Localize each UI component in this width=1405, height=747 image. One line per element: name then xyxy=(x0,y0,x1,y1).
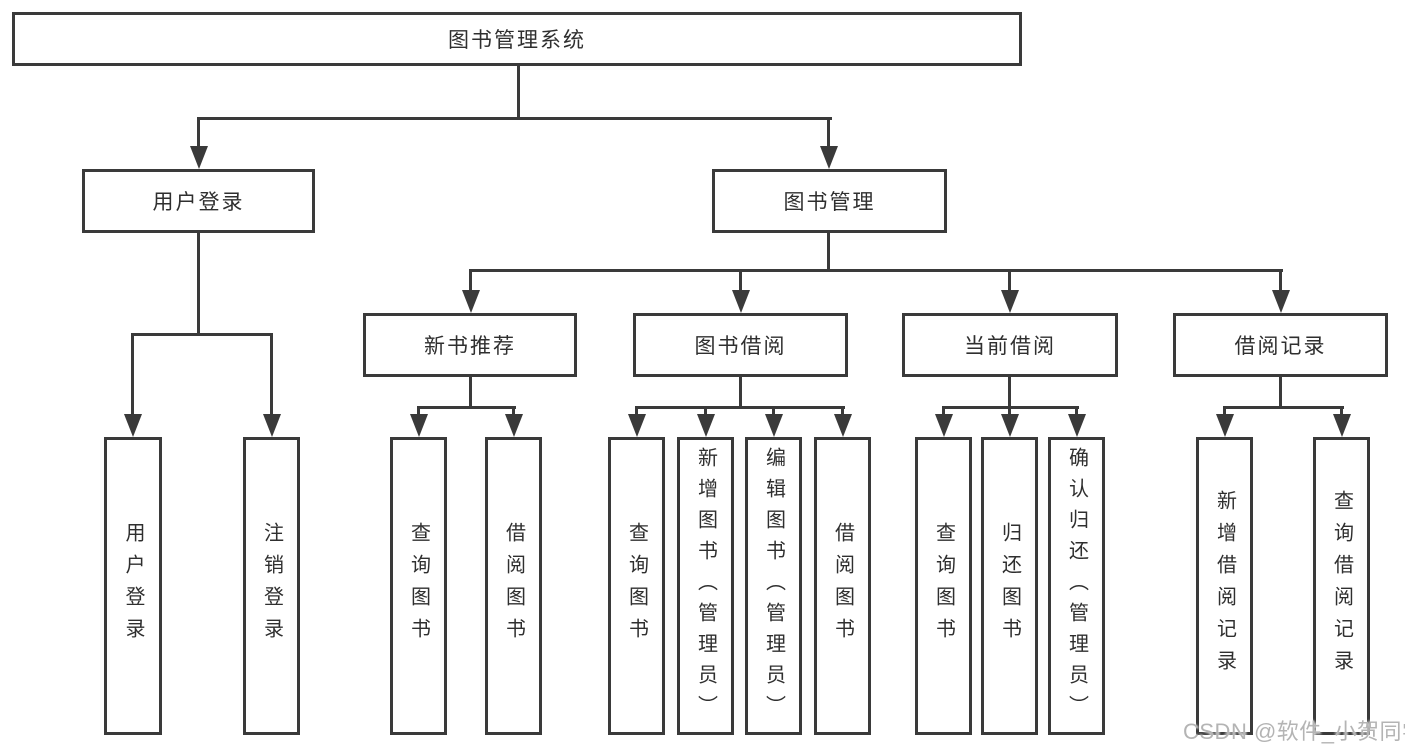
arrow-down-icon xyxy=(1272,290,1290,313)
leaf-rec-query-book-label: 查询图书 xyxy=(407,522,430,650)
arrow-down-icon xyxy=(1068,414,1086,437)
leaf-cb-confirm-return: 确认归还（管理员） xyxy=(1048,437,1105,735)
node-book-borrow-label: 图书借阅 xyxy=(694,335,787,358)
connector-drop-leaf xyxy=(704,407,707,416)
leaf-br-add-record: 新增借阅记录 xyxy=(1196,437,1253,735)
leaf-cb-return-book-label: 归还图书 xyxy=(998,522,1021,650)
leaf-cb-query-book-label: 查询图书 xyxy=(932,522,955,650)
leaf-bb-add-book-label: 新增图书（管理员） xyxy=(694,446,717,726)
leaf-bb-borrow-book-label: 借阅图书 xyxy=(831,522,854,650)
arrow-down-icon xyxy=(1001,290,1019,313)
leaf-bb-edit-book-label: 编辑图书（管理员） xyxy=(762,446,785,726)
leaf-bb-edit-book: 编辑图书（管理员） xyxy=(745,437,802,735)
connector-drop-leaf xyxy=(1223,407,1226,416)
leaf-user-login-label: 用户登录 xyxy=(122,522,144,650)
leaf-bb-query-book: 查询图书 xyxy=(608,437,665,735)
node-borrow-record-label: 借阅记录 xyxy=(1234,335,1327,358)
node-current-borrow: 当前借阅 xyxy=(902,313,1118,377)
node-user-login: 用户登录 xyxy=(82,169,315,233)
node-book-mgmt: 图书管理 xyxy=(712,169,947,233)
connector-drop-leaf xyxy=(417,407,420,416)
connector-drop-current-borrow xyxy=(1008,270,1011,293)
leaf-logout-label: 注销登录 xyxy=(260,522,283,650)
connector-drop-leaf xyxy=(772,407,775,416)
leaf-cb-return-book: 归还图书 xyxy=(981,437,1038,735)
connector-drop-leaf xyxy=(942,407,945,416)
arrow-down-icon xyxy=(1333,414,1351,437)
connector-drop-book-mgmt xyxy=(827,118,830,148)
connector-drop-book-borrow xyxy=(739,270,742,293)
arrow-down-icon xyxy=(462,290,480,313)
leaf-br-add-record-label: 新增借阅记录 xyxy=(1213,490,1236,682)
node-borrow-record: 借阅记录 xyxy=(1173,313,1388,377)
connector-root-split xyxy=(197,117,832,120)
connector-drop-leaf xyxy=(512,407,515,416)
connector-drop-leaf xyxy=(1008,407,1011,416)
arrow-down-icon xyxy=(190,146,208,169)
connector-book-mgmt-split xyxy=(469,269,1283,272)
csdn-watermark: CSDN @软件_小贺同学 xyxy=(1183,719,1405,744)
node-current-borrow-label: 当前借阅 xyxy=(964,335,1056,358)
arrow-down-icon xyxy=(697,414,715,437)
connector-drop-leaf xyxy=(1340,407,1343,416)
node-book-mgmt-label: 图书管理 xyxy=(783,191,876,214)
leaf-logout: 注销登录 xyxy=(243,437,300,735)
connector-current-borrow-stem xyxy=(1008,377,1011,408)
connector-drop-leaf xyxy=(270,334,273,416)
leaf-rec-borrow-book-label: 借阅图书 xyxy=(502,522,525,650)
node-root-label: 图书管理系统 xyxy=(448,29,586,52)
connector-book-borrow-stem xyxy=(739,377,742,408)
leaf-rec-borrow-book: 借阅图书 xyxy=(485,437,542,735)
connector-drop-leaf xyxy=(131,334,134,416)
node-new-book-rec: 新书推荐 xyxy=(363,313,577,377)
connector-drop-leaf xyxy=(1075,407,1078,416)
connector-drop-borrow-record xyxy=(1279,270,1282,293)
connector-book-mgmt-stem xyxy=(827,233,830,271)
leaf-bb-query-book-label: 查询图书 xyxy=(625,522,648,650)
arrow-down-icon xyxy=(124,414,142,437)
arrow-down-icon xyxy=(628,414,646,437)
node-user-login-label: 用户登录 xyxy=(152,191,245,214)
node-new-book-rec-label: 新书推荐 xyxy=(424,335,516,358)
leaf-user-login: 用户登录 xyxy=(104,437,162,735)
connector-new-book-rec-split xyxy=(417,406,516,409)
arrow-down-icon xyxy=(935,414,953,437)
leaf-br-query-record: 查询借阅记录 xyxy=(1313,437,1370,735)
node-root: 图书管理系统 xyxy=(12,12,1022,66)
connector-drop-leaf xyxy=(635,407,638,416)
arrow-down-icon xyxy=(732,290,750,313)
connector-drop-leaf xyxy=(841,407,844,416)
arrow-down-icon xyxy=(1001,414,1019,437)
connector-drop-new-book-rec xyxy=(469,270,472,293)
leaf-cb-confirm-return-label: 确认归还（管理员） xyxy=(1065,446,1088,726)
connector-drop-user-login xyxy=(197,118,200,148)
arrow-down-icon xyxy=(834,414,852,437)
arrow-down-icon xyxy=(505,414,523,437)
arrow-down-icon xyxy=(820,146,838,169)
node-book-borrow: 图书借阅 xyxy=(633,313,848,377)
connector-root-stem xyxy=(517,64,520,119)
leaf-rec-query-book: 查询图书 xyxy=(390,437,447,735)
leaf-bb-borrow-book: 借阅图书 xyxy=(814,437,871,735)
connector-new-book-rec-stem xyxy=(469,377,472,408)
arrow-down-icon xyxy=(410,414,428,437)
leaf-br-query-record-label: 查询借阅记录 xyxy=(1330,490,1353,682)
leaf-bb-add-book: 新增图书（管理员） xyxy=(677,437,734,735)
connector-book-borrow-split xyxy=(635,406,845,409)
arrow-down-icon xyxy=(263,414,281,437)
connector-borrow-record-split xyxy=(1223,406,1344,409)
connector-user-login-split xyxy=(131,333,273,336)
connector-borrow-record-stem xyxy=(1279,377,1282,408)
connector-user-login-stem xyxy=(197,233,200,335)
leaf-cb-query-book: 查询图书 xyxy=(915,437,972,735)
arrow-down-icon xyxy=(765,414,783,437)
arrow-down-icon xyxy=(1216,414,1234,437)
